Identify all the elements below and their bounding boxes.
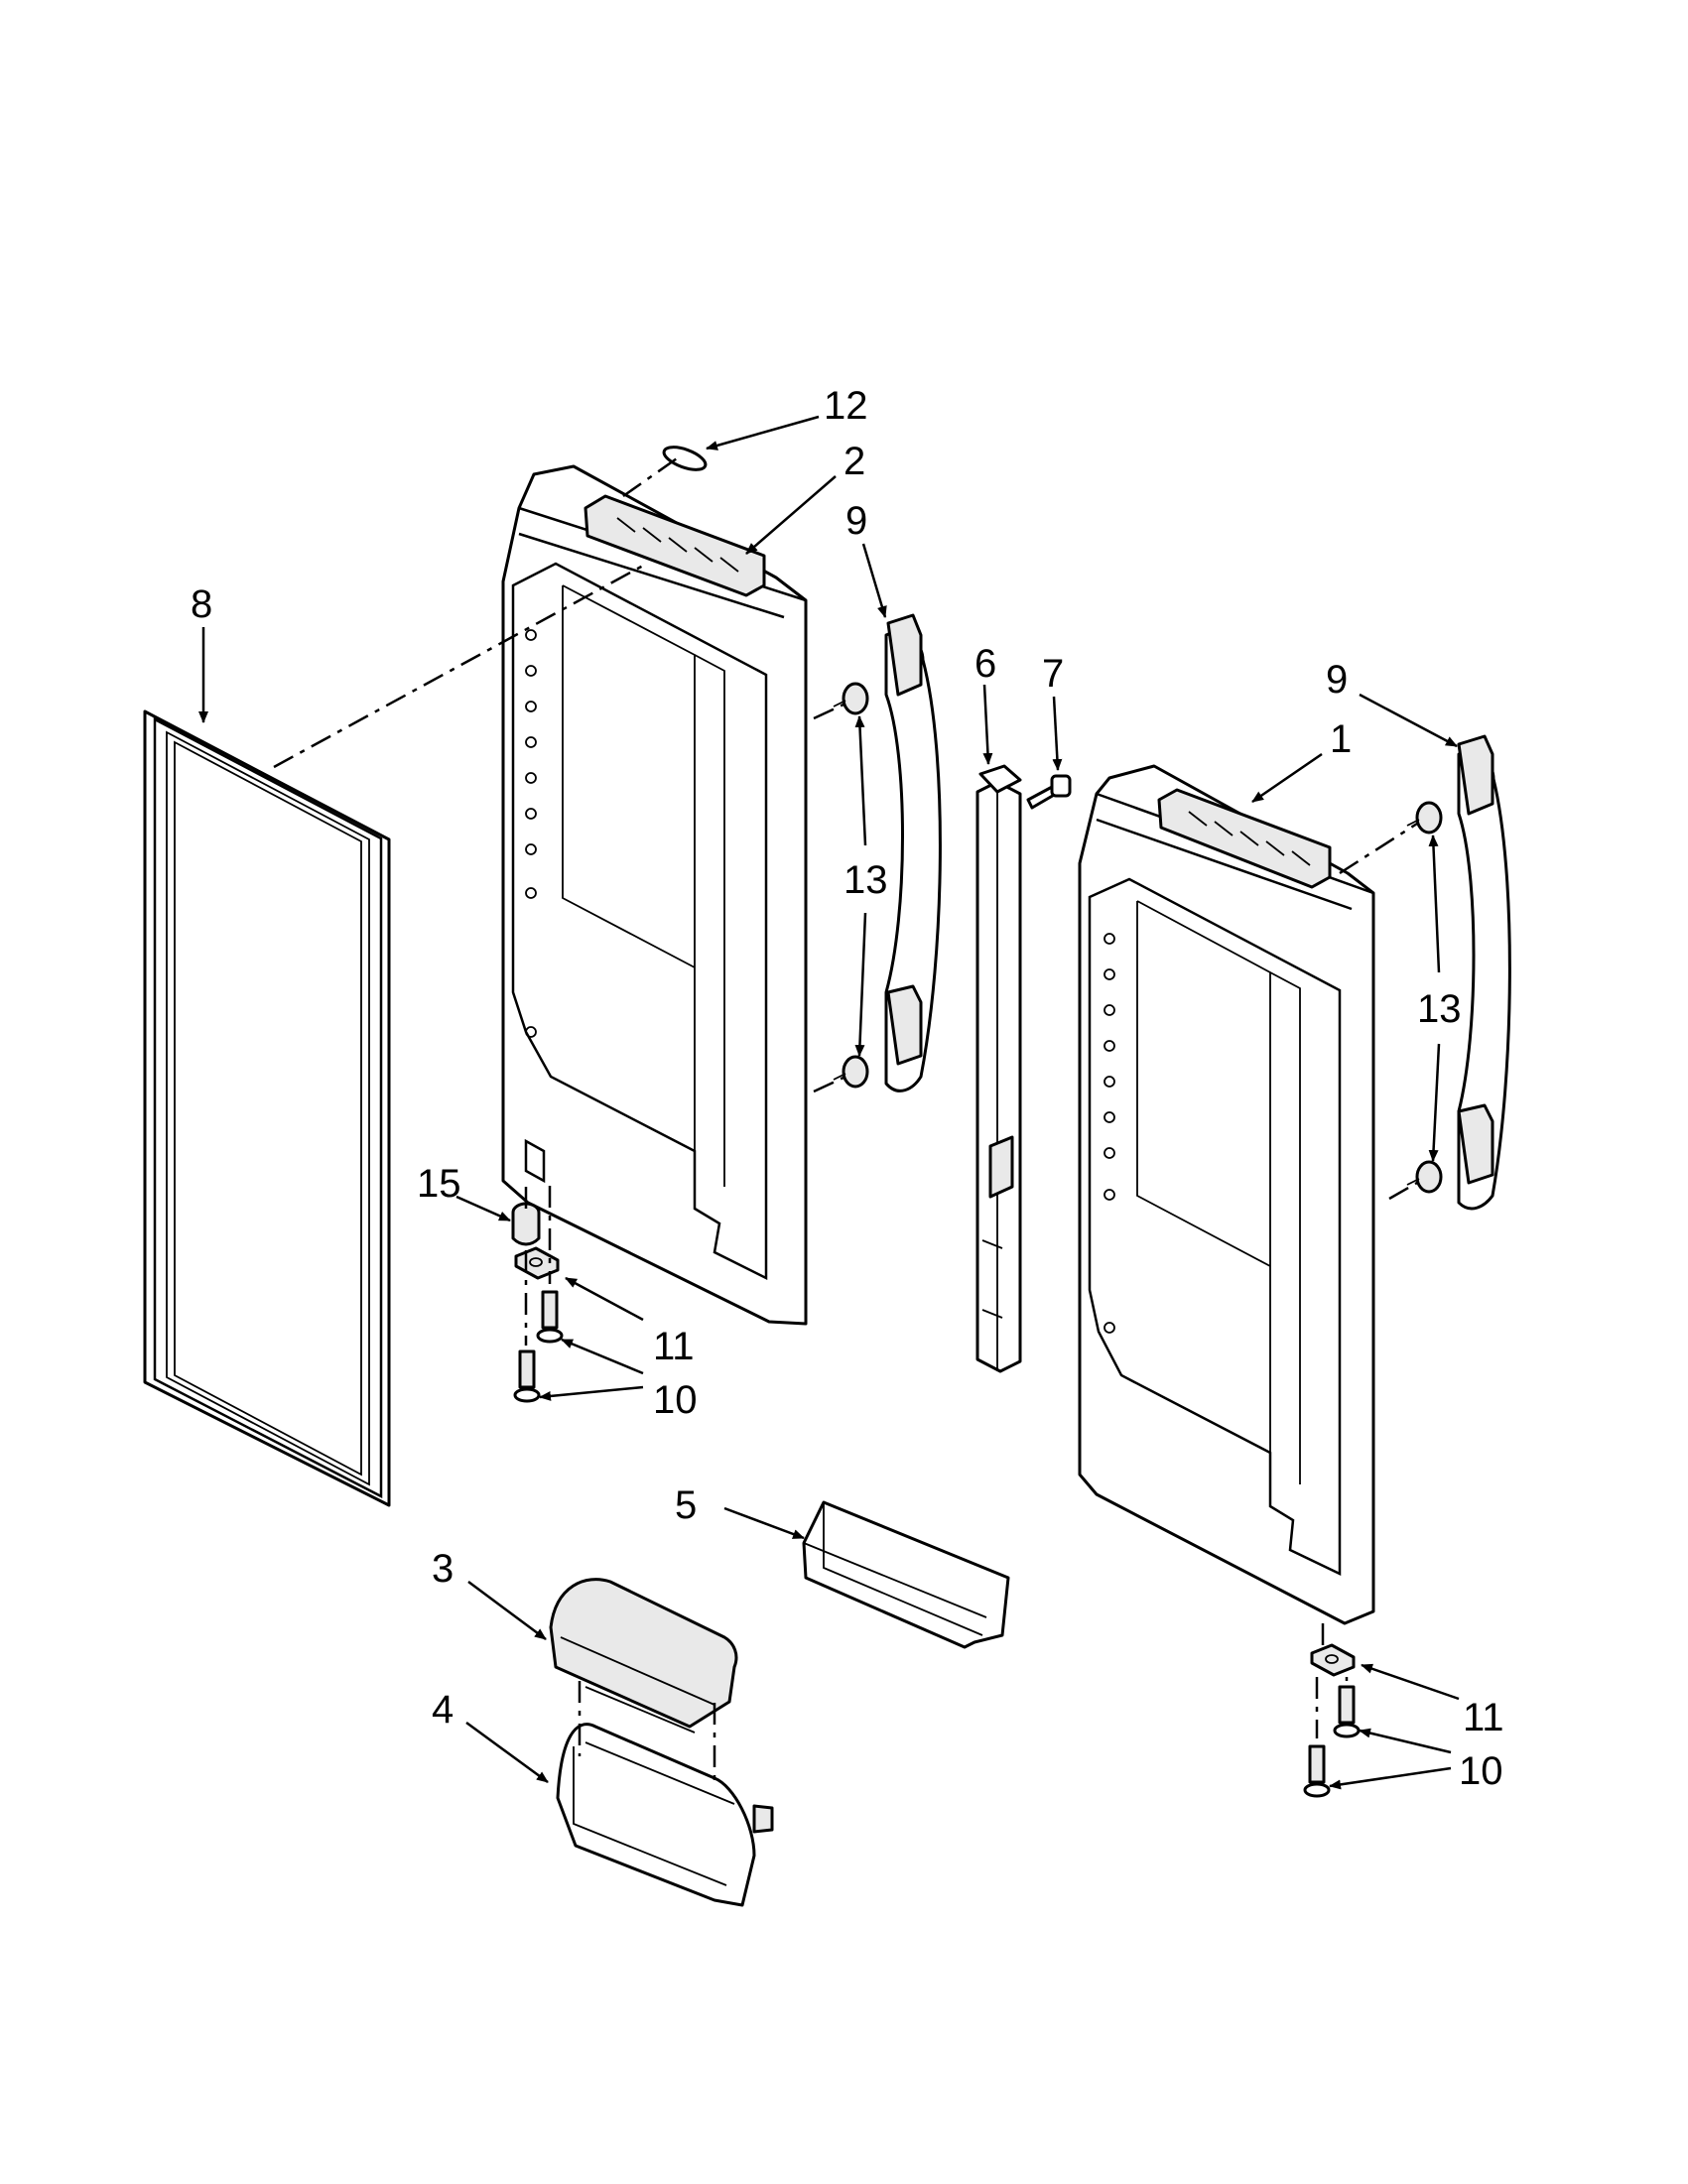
callout-9-right: 9 xyxy=(1326,658,1348,702)
door-gasket xyxy=(143,709,391,1507)
screw-left-lower xyxy=(513,1349,541,1403)
dairy-bin xyxy=(556,1723,774,1907)
callout-8: 8 xyxy=(191,582,212,626)
dairy-door xyxy=(549,1578,738,1734)
hinge-plate-right xyxy=(1310,1643,1356,1677)
door-bin xyxy=(802,1500,1010,1649)
callout-15: 15 xyxy=(417,1162,461,1206)
screw-left-upper xyxy=(536,1290,564,1344)
callout-7: 7 xyxy=(1042,652,1064,696)
handle-stud-left-lower xyxy=(833,1055,869,1089)
right-door-handle xyxy=(1457,734,1511,1211)
callout-3: 3 xyxy=(432,1547,454,1591)
callout-13-left: 13 xyxy=(844,858,888,902)
right-door-liner xyxy=(1078,764,1375,1625)
handle-stud-right-upper xyxy=(1406,801,1443,835)
callout-1: 1 xyxy=(1330,717,1352,761)
hinge-plate-left xyxy=(514,1246,560,1280)
callout-6: 6 xyxy=(974,642,996,686)
callout-9-left: 9 xyxy=(845,499,867,543)
center-mullion xyxy=(975,764,1022,1373)
leader-arrows xyxy=(198,415,1460,1790)
assembly-lines xyxy=(273,454,1418,1786)
callout-4: 4 xyxy=(432,1688,454,1732)
callout-2: 2 xyxy=(844,440,865,483)
top-plug xyxy=(662,446,708,471)
callout-11-right: 11 xyxy=(1463,1696,1504,1739)
screw-right-lower xyxy=(1303,1744,1331,1798)
hinge-bushing xyxy=(511,1202,541,1246)
callout-labels: 12 2 9 8 6 7 9 1 13 13 15 11 10 5 3 4 11… xyxy=(191,384,1504,1793)
callout-10-right: 10 xyxy=(1459,1749,1503,1793)
callout-10-left: 10 xyxy=(653,1378,698,1422)
handle-stud-right-lower xyxy=(1406,1160,1443,1194)
callout-12: 12 xyxy=(824,384,868,428)
left-door-handle xyxy=(884,613,942,1092)
callout-5: 5 xyxy=(675,1483,697,1527)
handle-stud-left-upper xyxy=(833,682,869,715)
callout-13-right: 13 xyxy=(1417,987,1462,1031)
left-door-liner xyxy=(501,464,808,1326)
screw-right-upper xyxy=(1333,1685,1361,1738)
callout-11-left: 11 xyxy=(653,1325,695,1368)
mullion-screw xyxy=(1026,774,1072,810)
